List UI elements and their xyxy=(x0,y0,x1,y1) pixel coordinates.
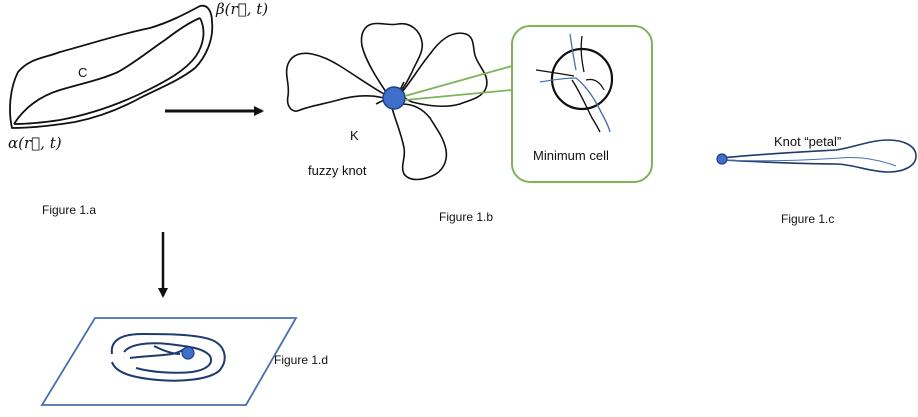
label-fuzzy-knot: fuzzy knot xyxy=(308,163,367,178)
label-alpha: α(r⃗, t) xyxy=(8,134,62,152)
label-minimum-cell: Minimum cell xyxy=(533,148,609,163)
callout-lines xyxy=(404,65,513,101)
knot-node xyxy=(382,86,406,110)
caption-figure-b: Figure 1.b xyxy=(439,210,494,224)
label-knot-petal: Knot “petal” xyxy=(774,134,842,149)
caption-figure-c: Figure 1.c xyxy=(781,212,835,226)
figure-a-curve xyxy=(9,4,214,129)
figure-d-node xyxy=(181,346,195,360)
figure-d-knot xyxy=(110,333,226,382)
figure-d-plane xyxy=(40,317,298,406)
minimum-cell-box xyxy=(511,25,653,183)
minimum-cell-drawing xyxy=(535,33,614,133)
petal-node xyxy=(716,153,728,165)
label-beta: β(r⃗, t) xyxy=(216,0,269,18)
caption-figure-a: Figure 1.a xyxy=(42,203,97,217)
label-k: K xyxy=(350,128,359,143)
caption-figure-d: Figure 1.d xyxy=(274,353,329,367)
figure-c-petal xyxy=(721,139,917,173)
label-c: C xyxy=(78,65,88,80)
